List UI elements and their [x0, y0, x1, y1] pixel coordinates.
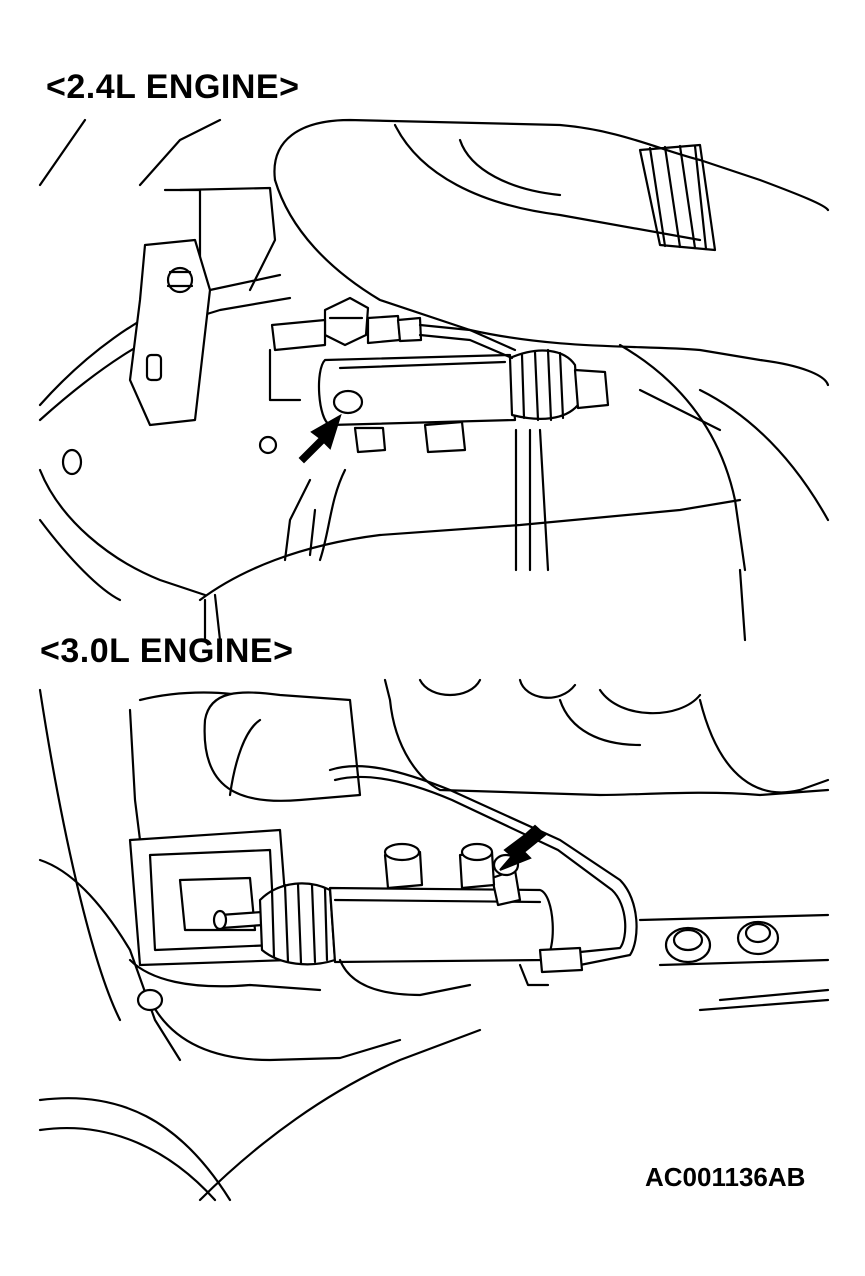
engine-30-label: <3.0L ENGINE> — [40, 632, 294, 670]
engine-24-illustration — [38, 118, 830, 642]
engine-24-label: <2.4L ENGINE> — [46, 68, 300, 106]
engine-30-illustration — [38, 678, 830, 1202]
arrow-icon — [298, 413, 342, 464]
arrow-icon — [499, 824, 547, 871]
figure-code: AC001136AB — [645, 1162, 806, 1192]
